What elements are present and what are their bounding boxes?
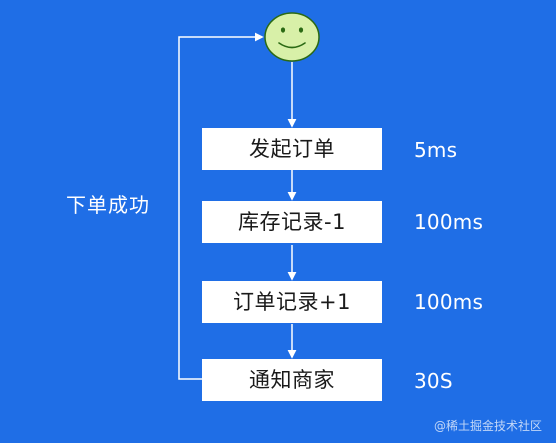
step-create-order-timing: 5ms — [414, 138, 458, 162]
right-eye-icon — [298, 27, 304, 33]
step-create-order-label: 发起订单 — [249, 136, 335, 161]
step-order-record-label: 订单记录+1 — [233, 289, 351, 314]
step-order-record-box: 订单记录+1 — [202, 281, 382, 323]
step-create-order-box: 发起订单 — [202, 128, 382, 170]
step-inventory-label: 库存记录-1 — [238, 209, 346, 234]
step-inventory-box: 库存记录-1 — [202, 201, 382, 243]
loop-label: 下单成功 — [66, 193, 150, 217]
step-notify-merchant-timing: 30S — [414, 369, 453, 393]
step-inventory-timing: 100ms — [414, 210, 484, 234]
smiley-face-icon — [264, 12, 320, 62]
smile-mouth-icon — [278, 42, 306, 49]
step-notify-merchant-label: 通知商家 — [249, 367, 335, 392]
step-notify-merchant-box: 通知商家 — [202, 359, 382, 401]
watermark: @稀土掘金技术社区 — [433, 419, 542, 433]
step-order-record-timing: 100ms — [414, 290, 484, 314]
left-eye-icon — [280, 27, 286, 33]
